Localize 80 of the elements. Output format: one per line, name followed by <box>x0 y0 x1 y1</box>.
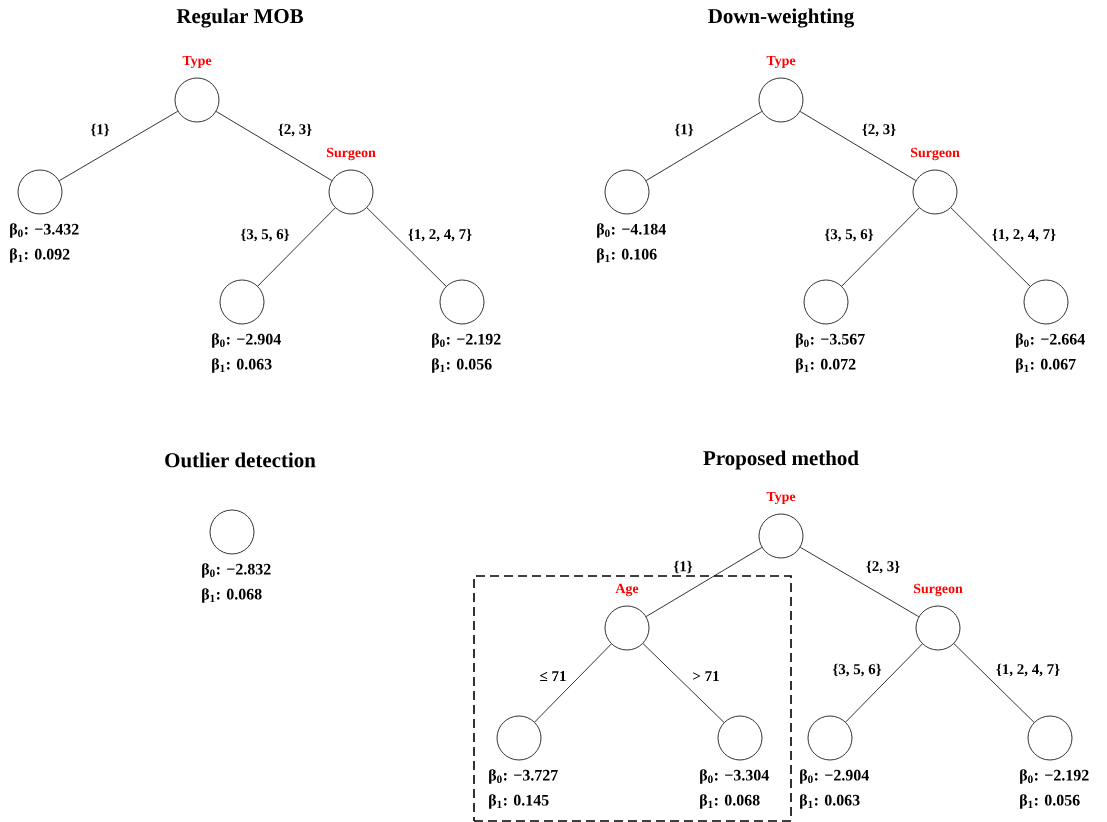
coefficient-label: β$_{0}$: −3.567 <box>796 333 865 348</box>
coefficient-label: β$_{1}$: 0.145 <box>489 794 549 809</box>
panel-title: Outlier detection <box>165 452 316 468</box>
branch-line <box>845 643 923 723</box>
node-label: Surgeon <box>326 147 376 161</box>
node-label: Age <box>615 583 639 597</box>
tree-node: Surgeon <box>913 583 963 651</box>
edge-label: {1, 2, 4, 7} <box>994 662 1062 678</box>
edge-label: {1} <box>673 122 695 138</box>
tree-node <box>17 169 63 215</box>
branch-line <box>215 111 333 181</box>
panel-title: Proposed method <box>703 450 859 470</box>
coefficient-label: β$_{0}$: −2.664 <box>1016 333 1085 348</box>
edge-label: {3, 5, 6} <box>823 227 875 243</box>
tree-node <box>496 715 542 761</box>
coefficient-label: β$_{1}$: 0.072 <box>796 358 856 373</box>
edge-label: {1, 2, 4, 7} <box>406 227 474 243</box>
branch-line <box>645 111 763 181</box>
coefficient-label: β$_{0}$: −3.432 <box>10 223 79 238</box>
node-label: Surgeon <box>910 147 960 161</box>
coefficient-label: β$_{1}$: 0.106 <box>597 248 657 263</box>
coefficient-label: β$_{1}$: 0.063 <box>800 794 860 809</box>
branch-line <box>953 643 1035 723</box>
edge-label: {2, 3} <box>860 122 898 138</box>
edge-label: {2, 3} <box>276 122 314 138</box>
node-label: Type <box>766 55 796 69</box>
edge-label: {2, 3} <box>864 559 902 575</box>
branch-line <box>257 207 336 287</box>
edge-label: {3, 5, 6} <box>831 662 883 678</box>
tree-node: Age <box>604 583 650 651</box>
edge-label: {1, 2, 4, 7} <box>990 227 1058 243</box>
coefficient-label: β$_{1}$: 0.056 <box>432 358 492 373</box>
tree-node: Type <box>758 491 804 559</box>
edge-label: > 71 <box>691 670 721 682</box>
branch-line <box>841 207 920 287</box>
tree-node <box>1027 715 1073 761</box>
node-label: Type <box>182 55 212 69</box>
coefficient-label: β$_{1}$: 0.063 <box>212 358 272 373</box>
coefficient-label: β$_{0}$: −2.192 <box>432 333 501 348</box>
edge-label: {1} <box>672 559 694 575</box>
dashed-box <box>473 575 792 822</box>
coefficient-label: β$_{0}$: −2.192 <box>1020 769 1089 784</box>
tree-node: Type <box>174 55 220 123</box>
branch-line <box>366 207 447 287</box>
coefficient-label: β$_{0}$: −4.184 <box>597 223 666 238</box>
branch-line <box>645 547 763 617</box>
tree-node <box>807 715 853 761</box>
node-label: Surgeon <box>913 583 963 597</box>
coefficient-label: β$_{0}$: −3.304 <box>700 769 769 784</box>
coefficient-label: β$_{1}$: 0.056 <box>1020 794 1080 809</box>
edge-label: {3, 5, 6} <box>239 227 291 243</box>
tree-node <box>209 509 255 555</box>
panel-title: Down-weighting <box>708 8 854 28</box>
tree-node <box>439 279 485 325</box>
branch-line <box>799 546 920 618</box>
coefficient-label: β$_{1}$: 0.068 <box>700 794 760 809</box>
branch-line <box>642 643 725 723</box>
tree-node: Surgeon <box>326 147 376 215</box>
node-label: Type <box>766 491 796 505</box>
tree-node: Surgeon <box>910 147 960 215</box>
tree-node <box>717 715 763 761</box>
tree-node <box>803 279 849 325</box>
coefficient-label: β$_{1}$: 0.068 <box>202 588 262 603</box>
branch-line <box>799 111 917 181</box>
coefficient-label: β$_{1}$: 0.067 <box>1016 358 1076 373</box>
edge-label: {1} <box>89 122 111 138</box>
tree-node <box>219 279 265 325</box>
coefficient-label: β$_{1}$: 0.092 <box>10 248 70 263</box>
branch-line <box>58 110 179 182</box>
tree-node <box>604 169 650 215</box>
panel-title: Regular MOB <box>176 8 304 28</box>
edge-label: ≤ 71 <box>538 670 568 682</box>
branch-line <box>950 207 1031 287</box>
tree-node: Type <box>758 55 804 123</box>
branch-line <box>534 643 612 723</box>
coefficient-label: β$_{0}$: −2.904 <box>800 769 869 784</box>
tree-node <box>1023 279 1069 325</box>
coefficient-label: β$_{0}$: −3.727 <box>489 769 558 784</box>
coefficient-label: β$_{0}$: −2.832 <box>202 563 271 578</box>
coefficient-label: β$_{0}$: −2.904 <box>212 333 281 348</box>
